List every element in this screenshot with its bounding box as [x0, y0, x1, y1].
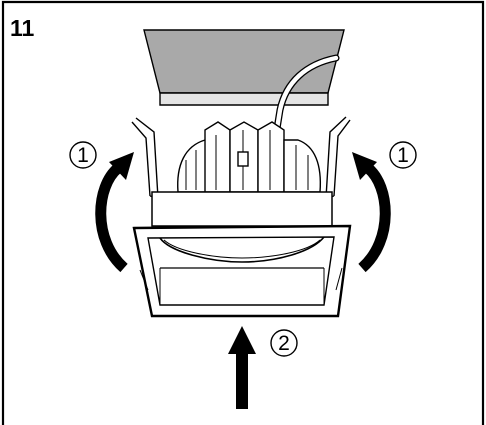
heat-sink: [177, 121, 322, 193]
rotate-arrow-left: [95, 152, 134, 273]
callout-right: 1: [389, 141, 417, 169]
callout-left-label: 1: [77, 144, 89, 167]
callout-left: 1: [69, 141, 97, 169]
square-trim: [132, 224, 352, 318]
callout-bottom-label: 2: [278, 332, 290, 355]
callout-right-label: 1: [397, 144, 409, 167]
spring-clip-right: [325, 116, 351, 199]
push-up-arrow: [228, 326, 256, 409]
spring-clip-left: [131, 117, 159, 199]
rotate-arrow-right: [352, 152, 391, 273]
supply-cable: [272, 54, 340, 139]
callout-bottom: 2: [270, 329, 298, 357]
fixture-housing: [151, 191, 333, 227]
step-number: 11: [10, 15, 35, 41]
